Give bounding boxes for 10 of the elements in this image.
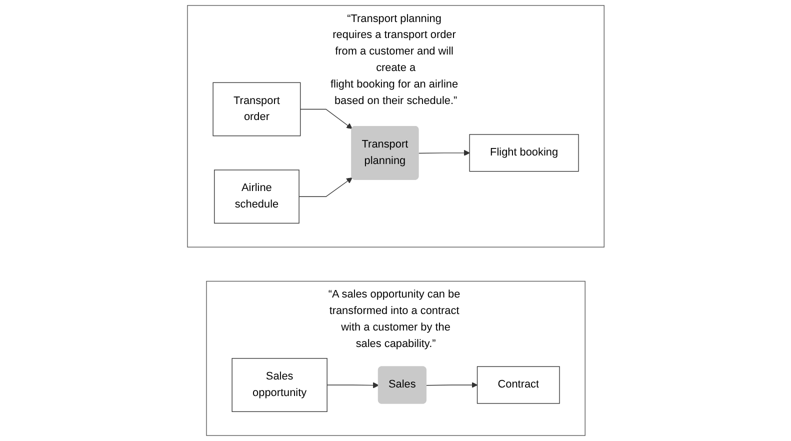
node-box: Flight booking [468,134,579,172]
arrow [300,108,352,129]
arrow [426,382,478,388]
node-box: Transport order [212,82,300,136]
node-box: Contract [476,366,560,404]
node-box: Sales opportunity [231,358,328,412]
node-box: Airline schedule [214,170,300,224]
arrow [298,178,352,197]
arrow [326,382,379,388]
arrow [418,150,470,156]
